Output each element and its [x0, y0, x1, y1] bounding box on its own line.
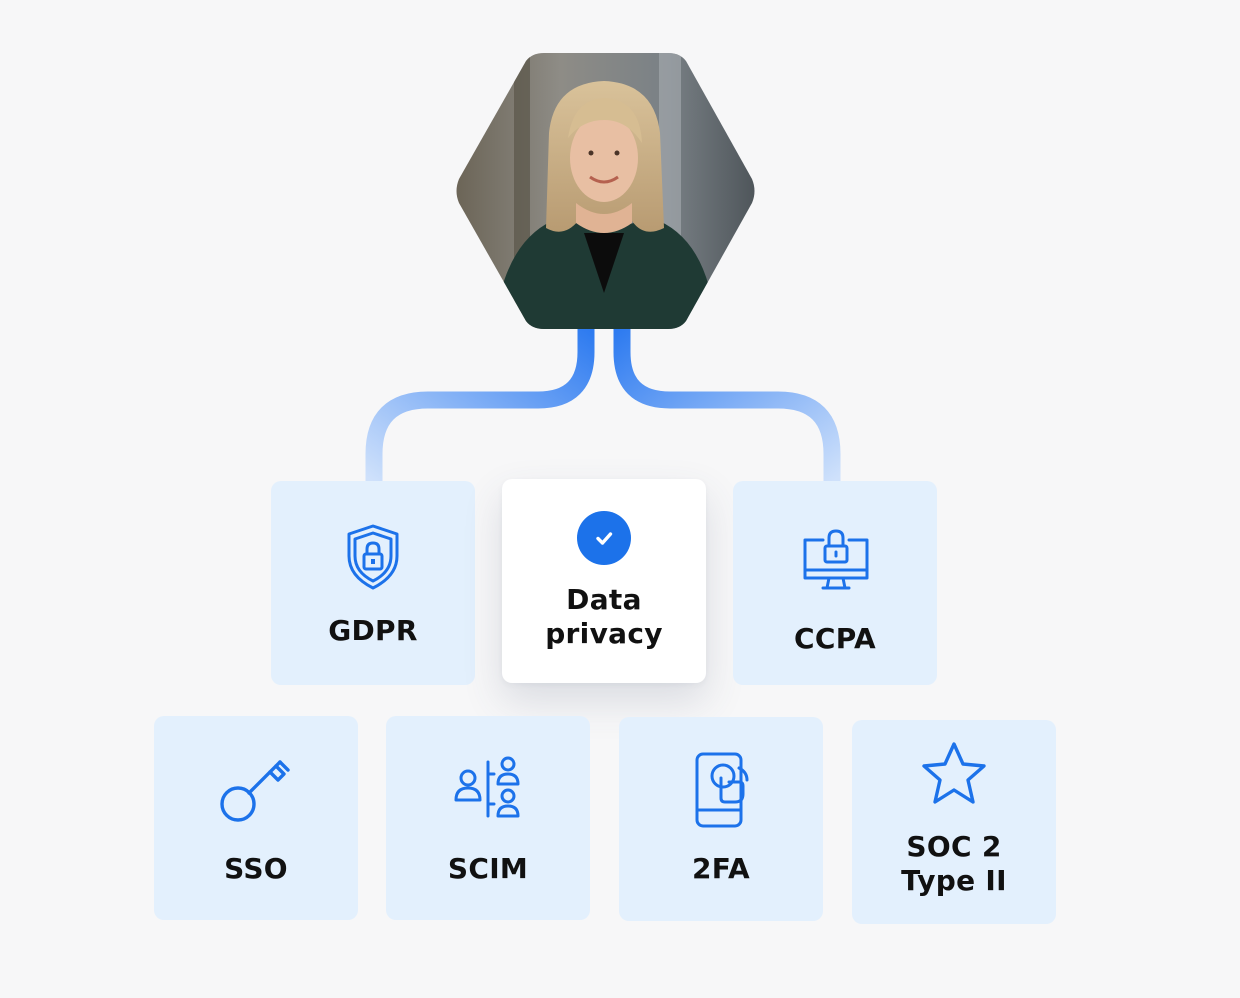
- connector-left: [365, 328, 595, 482]
- tile-gdpr[interactable]: GDPR: [271, 481, 475, 685]
- tile-sso[interactable]: SSO: [154, 716, 358, 920]
- portrait-image: [456, 53, 755, 329]
- tile-scim[interactable]: SCIM: [386, 716, 590, 920]
- connector-right: [613, 328, 841, 482]
- tile-label: GDPR: [328, 614, 418, 647]
- tile-label: CCPA: [794, 622, 876, 655]
- tile-soc2[interactable]: SOC 2 Type II: [852, 720, 1056, 924]
- hub-portrait: [454, 53, 757, 329]
- tile-2fa[interactable]: 2FA: [619, 717, 823, 921]
- tile-data-privacy[interactable]: Data privacy: [502, 479, 706, 683]
- shield-lock-icon: [335, 518, 411, 594]
- tile-label-group: Data privacy: [545, 583, 663, 651]
- tile-label-line: Data: [566, 583, 642, 616]
- phone-touch-icon: [683, 752, 759, 828]
- tile-label: 2FA: [692, 852, 750, 885]
- tile-label-line: privacy: [545, 617, 663, 650]
- tile-label-line: Type II: [901, 864, 1007, 897]
- tile-ccpa[interactable]: CCPA: [733, 481, 937, 685]
- users-provisioning-icon: [450, 750, 526, 826]
- star-icon: [916, 736, 992, 812]
- monitor-lock-icon: [797, 524, 873, 600]
- key-icon: [218, 750, 294, 826]
- tile-label-line: SOC 2: [906, 830, 1002, 863]
- tile-label: SSO: [224, 852, 288, 885]
- tile-label: SCIM: [447, 852, 529, 885]
- check-circle-icon: [577, 511, 631, 565]
